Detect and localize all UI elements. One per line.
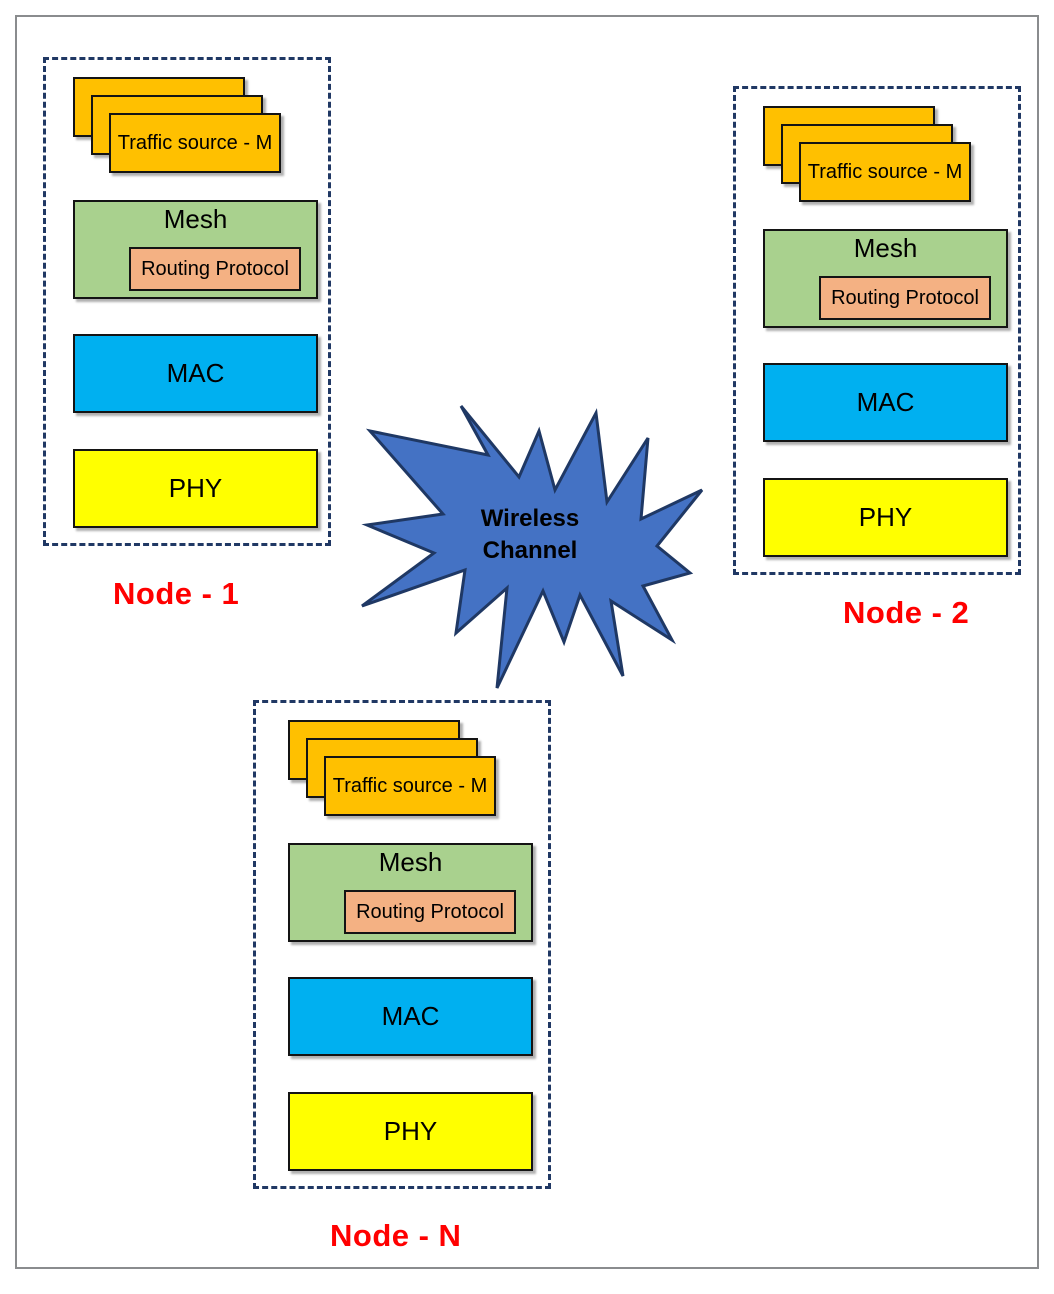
node-1-mesh-layer[interactable]: Mesh Routing Protocol <box>73 200 318 299</box>
starburst-icon <box>361 405 704 689</box>
traffic-source-card-front[interactable]: Traffic source - M <box>799 142 971 202</box>
mac-layer-label: MAC <box>856 386 915 417</box>
page-border-frame <box>15 15 1039 1269</box>
mesh-layer-label: Mesh <box>163 204 228 234</box>
node-2-mesh-layer[interactable]: Mesh Routing Protocol <box>763 229 1008 328</box>
routing-protocol-label: Routing Protocol <box>356 900 504 923</box>
phy-layer-label: PHY <box>383 1115 438 1146</box>
node-1-traffic-source-stack: Traffic source - M <box>73 77 308 181</box>
node-2-container[interactable]: Traffic source - M Mesh Routing Protocol… <box>733 86 1021 575</box>
mesh-layer-label: Mesh <box>378 847 443 877</box>
node-2-traffic-source-stack: Traffic source - M <box>763 106 998 210</box>
node-n-traffic-source-stack: Traffic source - M <box>288 720 523 824</box>
node-2-label: Node - 2 <box>843 595 970 630</box>
mesh-layer-label: Mesh <box>853 233 918 263</box>
node-n-container[interactable]: Traffic source - M Mesh Routing Protocol… <box>253 700 551 1189</box>
routing-protocol-label: Routing Protocol <box>831 286 979 309</box>
mac-layer-label: MAC <box>381 1000 440 1031</box>
traffic-source-label: Traffic source - M <box>807 160 963 183</box>
node-2-routing-protocol-box[interactable]: Routing Protocol <box>819 276 991 320</box>
traffic-source-label: Traffic source - M <box>117 131 273 154</box>
node-1-mac-layer[interactable]: MAC <box>73 334 318 413</box>
phy-layer-label: PHY <box>858 501 913 532</box>
node-1-routing-protocol-box[interactable]: Routing Protocol <box>129 247 301 291</box>
traffic-source-card-front[interactable]: Traffic source - M <box>109 113 281 173</box>
node-1-phy-layer[interactable]: PHY <box>73 449 318 528</box>
traffic-source-card-front[interactable]: Traffic source - M <box>324 756 496 816</box>
wireless-channel-shape[interactable]: Wireless Channel <box>358 398 704 689</box>
node-n-routing-protocol-box[interactable]: Routing Protocol <box>344 890 516 934</box>
routing-protocol-label: Routing Protocol <box>141 257 289 280</box>
node-n-mesh-layer[interactable]: Mesh Routing Protocol <box>288 843 533 942</box>
node-n-phy-layer[interactable]: PHY <box>288 1092 533 1171</box>
node-n-mac-layer[interactable]: MAC <box>288 977 533 1056</box>
node-1-container[interactable]: Traffic source - M Mesh Routing Protocol… <box>43 57 331 546</box>
node-n-label: Node - N <box>330 1218 462 1253</box>
traffic-source-label: Traffic source - M <box>332 774 488 797</box>
phy-layer-label: PHY <box>168 472 223 503</box>
node-2-phy-layer[interactable]: PHY <box>763 478 1008 557</box>
mac-layer-label: MAC <box>166 357 225 388</box>
node-2-mac-layer[interactable]: MAC <box>763 363 1008 442</box>
node-1-label: Node - 1 <box>113 576 240 611</box>
